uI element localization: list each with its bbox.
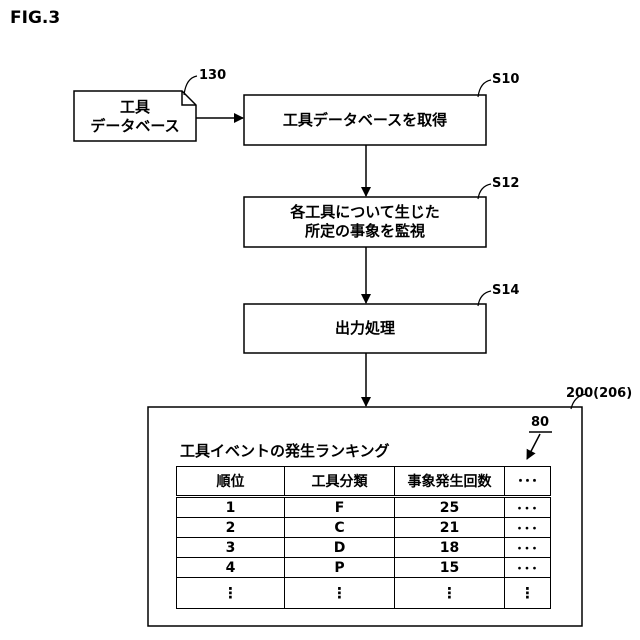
step-s12-label: 各工具について生じた 所定の事象を監視 xyxy=(244,197,486,247)
database-label: 工具 データベース xyxy=(74,93,196,141)
cell-more: ･･･ xyxy=(505,497,551,518)
column-header-rank: 順位 xyxy=(177,467,285,497)
column-header-more: ･･･ xyxy=(505,467,551,497)
cell-vertical-ellipsis: ⋮ xyxy=(505,578,551,609)
database-label-line2: データベース xyxy=(90,117,179,136)
step-s14-ref: S14 xyxy=(492,283,519,298)
step-s12-line2: 所定の事象を監視 xyxy=(305,222,425,241)
table-row-continuation: ⋮ ⋮ ⋮ ⋮ xyxy=(177,578,551,609)
cell-event-count: 15 xyxy=(395,558,505,578)
column-header-event-count: 事象発生回数 xyxy=(395,467,505,497)
output-screen-ref: 200(206) xyxy=(566,386,632,401)
cell-tool-category: F xyxy=(285,497,395,518)
table-row: 3 D 18 ･･･ xyxy=(177,538,551,558)
table-ref: 80 xyxy=(531,415,549,430)
cell-rank: 1 xyxy=(177,497,285,518)
ranking-title: 工具イベントの発生ランキング xyxy=(180,440,390,461)
table-row: 4 P 15 ･･･ xyxy=(177,558,551,578)
database-label-line1: 工具 xyxy=(120,98,150,117)
step-s12-line1: 各工具について生じた xyxy=(290,203,440,222)
cell-more: ･･･ xyxy=(505,558,551,578)
step-s12-ref: S12 xyxy=(492,176,519,191)
cell-vertical-ellipsis: ⋮ xyxy=(285,578,395,609)
step-s10-label: 工具データベースを取得 xyxy=(244,95,486,145)
cell-tool-category: D xyxy=(285,538,395,558)
cell-rank: 4 xyxy=(177,558,285,578)
cell-more: ･･･ xyxy=(505,518,551,538)
step-s14-line1: 出力処理 xyxy=(335,319,395,338)
cell-event-count: 21 xyxy=(395,518,505,538)
figure-label: FIG.3 xyxy=(10,8,60,28)
cell-more: ･･･ xyxy=(505,538,551,558)
cell-tool-category: P xyxy=(285,558,395,578)
cell-vertical-ellipsis: ⋮ xyxy=(177,578,285,609)
cell-vertical-ellipsis: ⋮ xyxy=(395,578,505,609)
ranking-header-row: 順位 工具分類 事象発生回数 ･･･ xyxy=(177,467,551,497)
database-ref: 130 xyxy=(199,68,226,83)
cell-rank: 3 xyxy=(177,538,285,558)
step-s14-label: 出力処理 xyxy=(244,304,486,353)
cell-event-count: 18 xyxy=(395,538,505,558)
table-row: 1 F 25 ･･･ xyxy=(177,497,551,518)
cell-rank: 2 xyxy=(177,518,285,538)
cell-event-count: 25 xyxy=(395,497,505,518)
column-header-tool-category: 工具分類 xyxy=(285,467,395,497)
table-row: 2 C 21 ･･･ xyxy=(177,518,551,538)
step-s10-line1: 工具データベースを取得 xyxy=(283,111,447,130)
step-s10-ref: S10 xyxy=(492,72,519,87)
ranking-table: 順位 工具分類 事象発生回数 ･･･ 1 F 25 ･･･ 2 C 21 ･･･… xyxy=(176,466,551,609)
cell-tool-category: C xyxy=(285,518,395,538)
